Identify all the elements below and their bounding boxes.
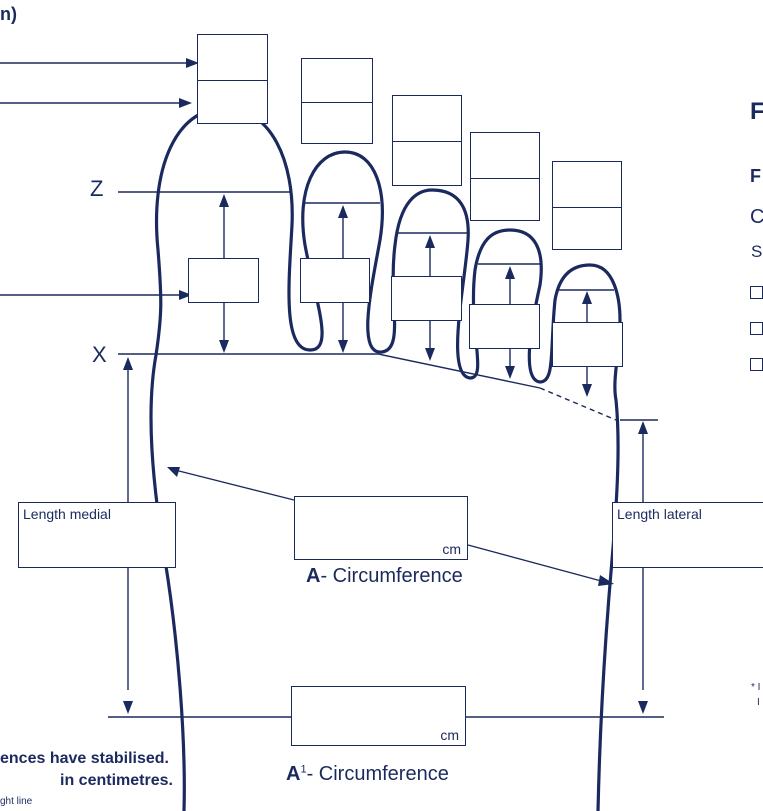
footnote-fragment: * I	[751, 682, 761, 693]
length-medial-box[interactable]: Length medial	[18, 502, 176, 568]
length-medial-label: Length medial	[23, 506, 111, 522]
footnote-fragment-2: I	[757, 697, 760, 708]
note-small: ght line	[0, 796, 33, 807]
toe1-length-box[interactable]	[188, 258, 259, 303]
z-label: Z	[90, 176, 104, 201]
right-text-fragment-c: C	[750, 206, 763, 228]
checkbox-2[interactable]	[750, 322, 763, 335]
foot-outline	[149, 106, 622, 811]
toe5-box[interactable]	[552, 161, 622, 250]
toe5-length-box[interactable]	[552, 322, 623, 367]
circumference-a1-unit: cm	[440, 727, 459, 743]
top-fragment: n)	[0, 4, 17, 24]
checkbox-3[interactable]	[750, 358, 763, 371]
right-text-fragment-s: S	[751, 242, 763, 261]
checkbox-1[interactable]	[750, 286, 763, 299]
toe4-length-box[interactable]	[469, 304, 540, 349]
circumference-a1-box[interactable]: cm	[291, 686, 466, 746]
toe1-box[interactable]	[197, 34, 268, 124]
right-heading-fragment: F	[750, 98, 763, 125]
x-label: X	[92, 342, 107, 367]
x-dashed-line	[539, 387, 617, 421]
length-lateral-label: Length lateral	[617, 506, 702, 522]
note-line-2: in centimetres.	[60, 772, 173, 789]
toe3-box[interactable]	[392, 95, 462, 186]
circumference-a-label: A- Circumference	[306, 565, 463, 587]
circumference-a-unit: cm	[442, 541, 461, 557]
toe2-box[interactable]	[301, 58, 373, 144]
toe3-length-box[interactable]	[391, 276, 462, 321]
length-lateral-box[interactable]: Length lateral	[612, 502, 763, 568]
circumference-a-box[interactable]: cm	[294, 496, 468, 560]
right-subheading-fragment: F	[750, 166, 761, 186]
toe4-box[interactable]	[470, 132, 540, 221]
x-slope-line	[377, 353, 541, 389]
circumference-a1-label: A1- Circumference	[286, 763, 449, 785]
toe2-length-box[interactable]	[300, 258, 370, 303]
note-line-1: ences have stabilised.	[0, 750, 169, 767]
